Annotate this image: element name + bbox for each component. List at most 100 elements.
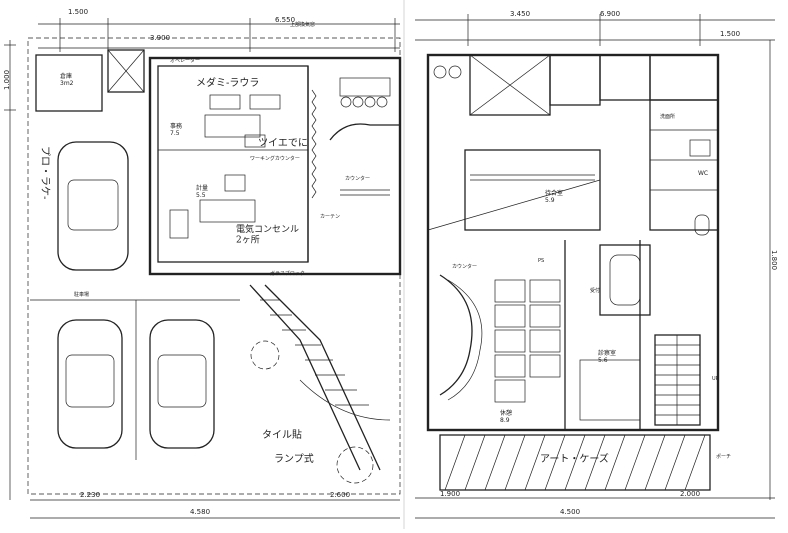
room-label-operator: オペレーター [170,57,200,64]
counter-line [340,189,390,196]
top-dim-text: 6.900 [600,10,620,18]
room-label-working-counter: ワーキングカウンター [250,155,300,162]
handwritten-top-note: メダミ-ラウラ [196,76,259,89]
stair-outline [654,334,701,426]
desk [209,94,241,110]
handwritten-tile-note: タイル貼 [262,428,302,441]
top-room-2 [549,54,601,106]
seat-block [494,304,526,328]
car-body [57,319,123,449]
parking-car [149,319,215,449]
desk [199,199,256,223]
bath-room [599,244,651,316]
shrub [250,340,280,370]
seat-block [529,354,561,378]
meter-box [107,49,145,93]
handwritten-right-note: ツイエでに [258,137,308,149]
waiting-room [464,149,601,231]
meter-box-cross [107,49,145,93]
room-label-upper-vent: 上部換気窓 [290,21,315,28]
seat-block [494,354,526,378]
right-dim-text: 1.800 [770,250,778,270]
room-label-glass-block: ガラスブロック [270,270,305,277]
porch-outline [439,434,711,491]
top-dim-text: 1.500 [720,30,740,38]
room-label-counter-2: カウンター [452,263,477,270]
seat-block [529,304,561,328]
bottom-dim-text: 1.900 [440,490,460,498]
diagonal-line [427,179,601,231]
desk [244,134,266,148]
room-label-ps: PS [538,258,544,264]
bottom-dim-text: 4.500 [560,508,580,516]
main-building-wall [148,56,402,276]
room-label-washroom: 洗面所 [660,113,675,120]
room-label-porch: ポーチ [716,453,731,460]
car-body [57,141,129,271]
room-label-curtain: カーテン [320,214,340,220]
porch-hatch [444,434,706,491]
handwritten-bottom-note: アート・ケーズ [540,452,609,465]
curtain-zigzag [311,89,317,199]
seat-block [529,329,561,353]
seat-block [529,279,561,303]
seat-block [579,359,641,421]
handwritten-left-vertical: プロ・ラケ- [39,146,51,199]
toilet [694,214,710,236]
car-roof [157,354,207,408]
room-label-reception: 受付 [590,287,600,294]
top-room-3 [599,54,651,101]
right-building-wall [426,53,720,432]
sink [689,139,711,157]
desk [204,114,261,138]
ramp-edges [249,284,381,471]
stool [340,96,352,108]
fixture [433,65,447,79]
top-dim-text: 3.450 [510,10,530,18]
bathtub [609,254,641,306]
parking-car [57,141,129,271]
car-roof [67,179,119,231]
stool [352,96,364,108]
handwritten-ramp-note: ランプ式 [274,452,314,465]
fixture [448,65,462,79]
room-label-counter: カウンター [345,175,370,182]
bottom-dim-text: 2.230 [80,491,100,499]
top-dim-text: 6.550 [275,16,295,24]
service-core [649,99,719,231]
car-body [149,319,215,449]
seat-block [494,329,526,353]
curved-wall [439,274,473,396]
room-label-wc: WC [698,170,708,177]
storage-room [35,54,103,112]
hatched-porch [439,434,711,491]
desk [249,94,281,110]
ramp-treads [260,299,369,406]
staircase [654,334,701,426]
shrub [336,446,374,484]
desk [224,174,246,192]
bottom-dim-text: 2.000 [680,490,700,498]
curved-counter [329,123,400,141]
top-room-4 [649,54,719,101]
left-dim-text: 1.000 [3,70,11,90]
bottom-dim-text: 4.580 [190,508,210,516]
room-label-parking: 駐車場 [74,291,89,298]
curved-wall-inner [447,279,483,401]
void-cross [469,54,551,116]
stool [376,96,388,108]
shelf [339,77,391,97]
car-roof [65,354,115,408]
seat-block [494,379,526,403]
top-dim-text: 1.500 [68,8,88,16]
stool [364,96,376,108]
